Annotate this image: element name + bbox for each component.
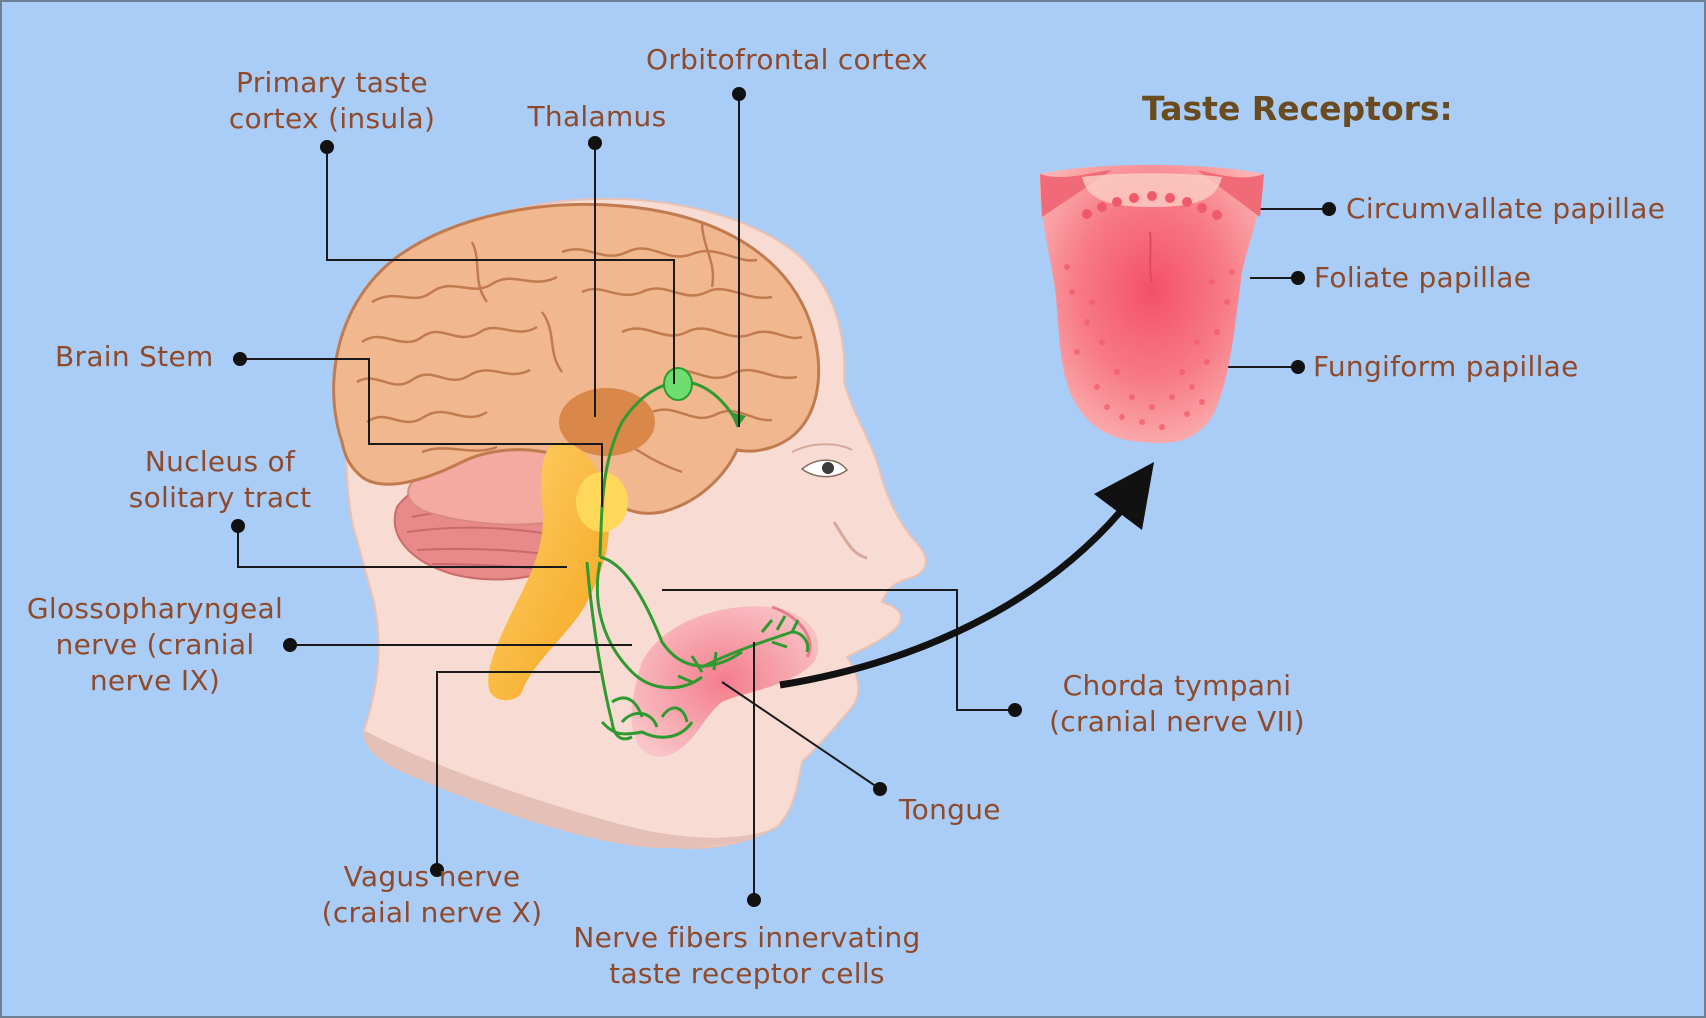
label-tongue: Tongue [899,792,1001,828]
label-chorda-tympani: Chorda tympani (cranial nerve VII) [1032,668,1322,740]
label-orbitofrontal-cortex: Orbitofrontal cortex [622,42,952,78]
label-primary-taste-cortex: Primary taste cortex (insula) [217,65,447,137]
label-thalamus: Thalamus [502,99,692,135]
label-fungiform-papillae: Fungiform papillae [1313,349,1579,385]
label-glossopharyngeal-nerve: Glossopharyngeal nerve (cranial nerve IX… [20,591,290,699]
orbitofrontal-node [664,368,692,400]
label-nucleus-solitary-tract: Nucleus of solitary tract [120,444,320,516]
label-vagus-nerve: Vagus nerve (craial nerve X) [312,859,552,931]
taste-receptors-title: Taste Receptors: [1142,89,1453,128]
label-circumvallate-papillae: Circumvallate papillae [1346,191,1665,227]
label-brain-stem: Brain Stem [55,339,214,375]
label-foliate-papillae: Foliate papillae [1314,260,1531,296]
tongue-illustration [1039,165,1264,443]
label-nerve-fibers: Nerve fibers innervating taste receptor … [567,920,927,992]
